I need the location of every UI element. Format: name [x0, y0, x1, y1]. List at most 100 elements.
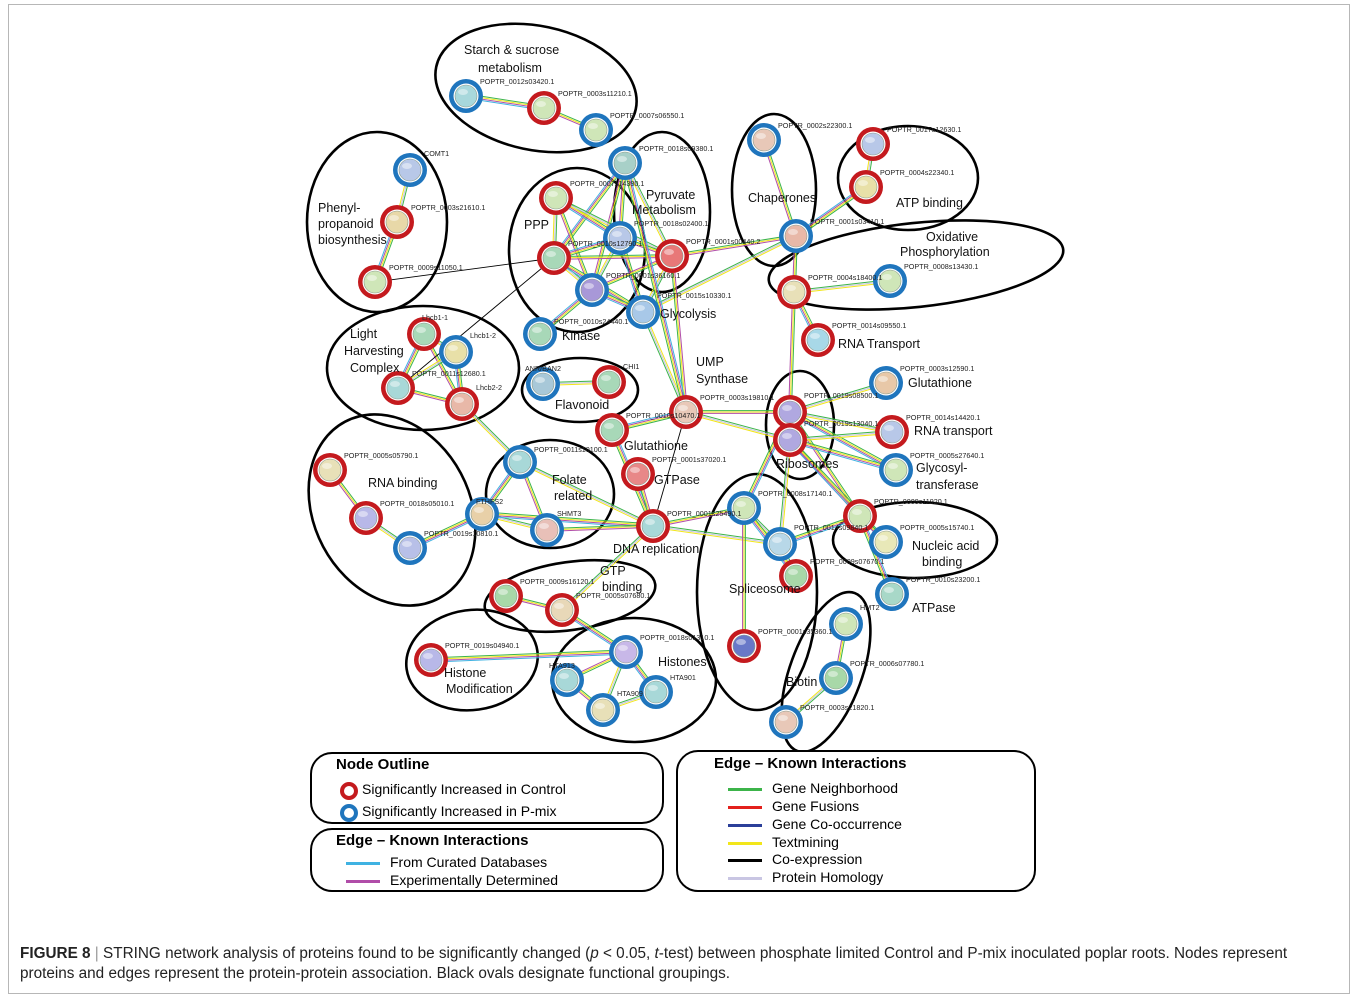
group-label-lhc: Light	[350, 327, 378, 341]
cooccurrence-swatch	[728, 824, 762, 827]
protein-node[interactable]	[545, 593, 579, 627]
protein-node[interactable]	[636, 509, 670, 543]
edge-n24-n10	[397, 257, 555, 389]
protein-node[interactable]	[873, 264, 907, 298]
protein-label: POPTR_0007s14380.1	[570, 179, 644, 188]
protein-node[interactable]	[849, 170, 883, 204]
protein-node[interactable]	[763, 527, 797, 561]
protein-node[interactable]	[380, 205, 414, 239]
protein-node[interactable]	[639, 675, 673, 709]
fusions-swatch	[728, 806, 762, 809]
protein-node[interactable]	[727, 491, 761, 525]
protein-label: SHMT3	[557, 509, 581, 518]
protein-node[interactable]	[523, 317, 557, 351]
protein-node[interactable]	[445, 387, 479, 421]
group-label-glycosyl: Glycosyl-	[916, 461, 967, 475]
protein-label: ANR/BAN2	[525, 364, 561, 373]
protein-node[interactable]	[503, 445, 537, 479]
protein-node[interactable]	[414, 643, 448, 677]
protein-label: HTA909	[617, 689, 643, 698]
protein-node[interactable]	[449, 79, 483, 113]
group-label-flavonoid: Flavonoid	[555, 398, 609, 412]
protein-label: POPTR_0008s13430.1	[904, 262, 978, 271]
protein-node[interactable]	[747, 123, 781, 157]
legend-node-outline: Node Outline Significantly Increased in …	[310, 752, 664, 824]
protein-node[interactable]	[829, 607, 863, 641]
protein-node[interactable]	[869, 525, 903, 559]
protein-node[interactable]	[349, 501, 383, 535]
protein-node[interactable]	[465, 497, 499, 531]
protein-node[interactable]	[856, 127, 890, 161]
group-label-phenyl: Phenyl-	[318, 201, 360, 215]
edge-n31-n32	[789, 410, 893, 434]
caption-text-1: STRING network analysis of proteins foun…	[103, 945, 591, 962]
edge-n40-n42	[546, 524, 654, 532]
protein-label: POPTR_0003s19810.1	[700, 393, 774, 402]
protein-node[interactable]	[727, 629, 761, 663]
protein-node[interactable]	[393, 153, 427, 187]
protein-node[interactable]	[875, 415, 909, 449]
edge-n50-n42	[560, 524, 655, 612]
protein-node[interactable]	[439, 335, 473, 369]
protein-node[interactable]	[530, 513, 564, 547]
protein-node[interactable]	[526, 367, 560, 401]
protein-node[interactable]	[358, 265, 392, 299]
protein-node[interactable]	[393, 531, 427, 565]
protein-node[interactable]	[801, 323, 835, 357]
protein-node[interactable]	[773, 423, 807, 457]
protein-node[interactable]	[579, 113, 613, 147]
protein-node[interactable]	[586, 693, 620, 727]
protein-label: POPTR_0001s00440.2	[686, 237, 760, 246]
group-label-pyruvate: Pyruvate	[646, 188, 695, 202]
protein-node[interactable]	[621, 457, 655, 491]
protein-node[interactable]	[608, 146, 642, 180]
edge-n33-n34	[789, 437, 897, 473]
group-label-gtpbinding: GTP	[600, 564, 626, 578]
protein-node[interactable]	[537, 241, 571, 275]
protein-node[interactable]	[407, 317, 441, 351]
group-oval-ribosomes	[764, 369, 836, 481]
protein-node[interactable]	[655, 239, 689, 273]
group-oval-nucleic	[831, 500, 999, 580]
protein-node[interactable]	[527, 91, 561, 125]
protein-node[interactable]	[592, 365, 626, 399]
protein-node[interactable]	[779, 219, 813, 253]
group-label-glutathione_c: Glutathione	[624, 439, 688, 453]
edge-n28-n31	[686, 410, 790, 414]
protein-node[interactable]	[819, 661, 853, 695]
group-label-folate: Folate	[552, 473, 587, 487]
group-label-lhc: Harvesting	[344, 344, 404, 358]
protein-node[interactable]	[489, 579, 523, 613]
protein-node[interactable]	[381, 371, 415, 405]
group-label-glycosyl: transferase	[916, 478, 979, 492]
group-label-rnatransport_top: RNA Transport	[838, 337, 921, 351]
protein-label: POPTR_0007s06550.1	[610, 111, 684, 120]
group-label-histmod: Histone	[444, 666, 486, 680]
protein-node[interactable]	[603, 221, 637, 255]
legend-item-cooccurrence: Gene Co-occurrence	[772, 816, 902, 832]
protein-node[interactable]	[879, 453, 913, 487]
protein-node[interactable]	[843, 499, 877, 533]
protein-label: POPTR_0010s12790.1	[568, 239, 642, 248]
protein-node[interactable]	[595, 413, 629, 447]
protein-node[interactable]	[869, 366, 903, 400]
protein-label: POPTR_0010s23200.1	[906, 575, 980, 584]
protein-node[interactable]	[550, 663, 584, 697]
protein-node[interactable]	[313, 453, 347, 487]
protein-node[interactable]	[769, 705, 803, 739]
group-oval-ppp	[507, 166, 647, 334]
protein-node[interactable]	[777, 275, 811, 309]
group-label-ump: UMP	[696, 355, 724, 369]
protein-node[interactable]	[539, 181, 573, 215]
protein-node[interactable]	[626, 295, 660, 329]
protein-node[interactable]	[779, 559, 813, 593]
protein-node[interactable]	[669, 395, 703, 429]
protein-label: POPTR_0011s12680.1	[412, 369, 486, 378]
protein-node[interactable]	[875, 577, 909, 611]
pmix-ring-icon	[340, 804, 358, 822]
protein-node[interactable]	[575, 273, 609, 307]
group-oval-atp	[836, 124, 980, 232]
protein-label: POPTR_0005s27640.1	[910, 451, 984, 460]
protein-node[interactable]	[609, 635, 643, 669]
protein-node[interactable]	[773, 395, 807, 429]
